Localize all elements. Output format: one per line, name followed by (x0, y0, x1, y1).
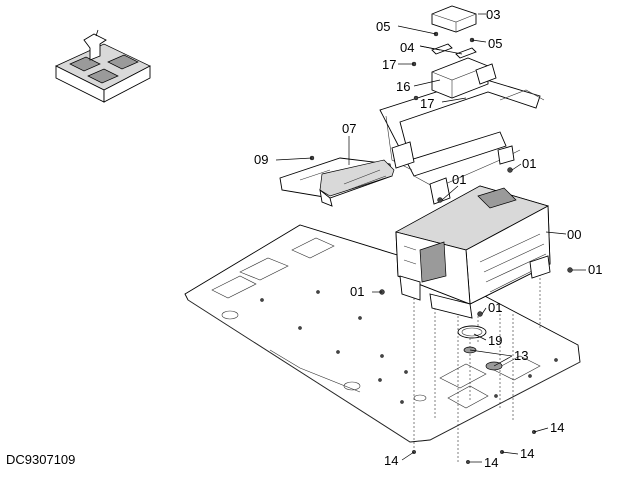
callout-01-bottom: 01 (488, 300, 502, 315)
callout-01-right: 01 (588, 262, 602, 277)
callout-05-top: 05 (376, 19, 390, 34)
callout-05-right: 05 (488, 36, 502, 51)
callout-17-upper: 17 (382, 57, 396, 72)
callout-14-left: 14 (384, 453, 398, 468)
hvac-unit-00 (395, 185, 551, 319)
callout-03: 03 (486, 7, 500, 22)
callout-04: 04 (400, 40, 414, 55)
callout-01-frame: 01 (522, 156, 536, 171)
callout-14-bottom: 14 (484, 455, 498, 470)
callout-01-left: 01 (350, 284, 364, 299)
callout-14-mid: 14 (520, 446, 534, 461)
machine-locator-icon (55, 29, 151, 103)
plate-04 (431, 43, 477, 59)
callout-13: 13 (514, 348, 528, 363)
duct-07 (279, 157, 395, 207)
callout-14-right: 14 (550, 420, 564, 435)
bracket-16 (431, 57, 497, 99)
document-id: DC9307109 (6, 452, 76, 467)
leader-lines (275, 13, 586, 463)
callout-07: 07 (342, 121, 356, 136)
callout-17-lower: 17 (420, 96, 434, 111)
callout-19: 19 (488, 333, 502, 348)
callout-16: 16 (396, 79, 410, 94)
callout-01-top: 01 (452, 172, 466, 187)
gasket-19 (457, 325, 487, 339)
controller-03 (431, 5, 477, 33)
callout-09: 09 (254, 152, 268, 167)
callout-00: 00 (567, 227, 581, 242)
floor-plate (184, 224, 581, 443)
